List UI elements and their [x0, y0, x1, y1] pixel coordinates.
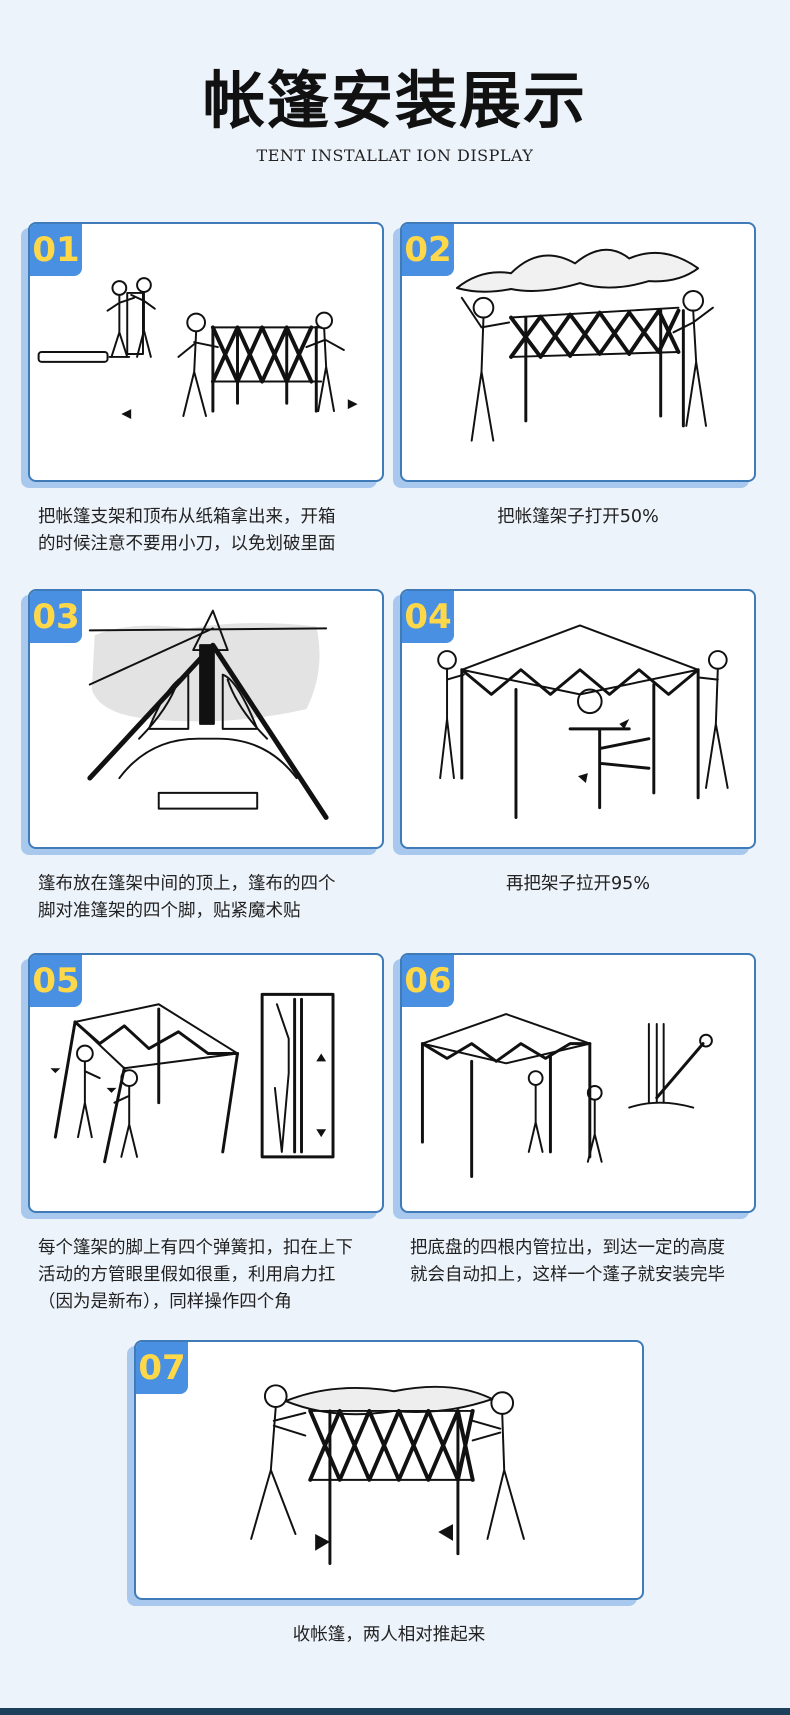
step-02-caption: 把帐篷架子打开50%: [497, 507, 659, 527]
step-01-caption: 把帐篷支架和顶布从纸箱拿出来，开箱 的时候注意不要用小刀，以免划破里面: [38, 507, 336, 554]
step-03-badge: 03: [30, 591, 82, 643]
step-05-caption: 每个篷架的脚上有四个弹簧扣，扣在上下 活动的方管眼里假如很重，利用肩力扛 （因为…: [38, 1238, 353, 1312]
step-05-illustration: [50, 992, 335, 1164]
step-05-card: 05: [28, 953, 384, 1213]
step-04-illustration: [437, 624, 729, 819]
step-06-badge: 06: [402, 955, 454, 1007]
step-07-caption: 收帐篷，两人相对推起来: [292, 1625, 486, 1645]
step-03-illustration: [87, 609, 329, 820]
step-07-illustration: [250, 1384, 525, 1566]
step-02-illustration: [455, 248, 714, 442]
step-01-card: 01: [28, 222, 384, 482]
step-04-card: 04: [400, 589, 756, 849]
step-03-card: 03: [28, 589, 384, 849]
page-subtitle: TENT INSTALLAT ION DISPLAY: [256, 146, 534, 165]
step-02-badge: 02: [402, 224, 454, 276]
step-07-badge: 07: [136, 1342, 188, 1394]
footer-bar: [0, 1708, 790, 1715]
step-06-card: 06: [400, 953, 756, 1213]
step-06-caption: 把底盘的四根内管拉出，到达一定的高度 就会自动扣上，这样一个蓬子就安装完毕: [410, 1238, 725, 1285]
step-01-illustration: [37, 277, 358, 419]
step-02-card: 02: [400, 222, 756, 482]
page-title: 帐篷安装展示: [202, 64, 587, 137]
step-06-illustration: [420, 1013, 713, 1179]
step-03-caption: 篷布放在篷架中间的顶上，篷布的四个 脚对准篷架的四个脚，贴紧魔术贴: [38, 874, 336, 921]
step-01-badge: 01: [30, 224, 82, 276]
step-04-badge: 04: [402, 591, 454, 643]
step-07-card: 07: [134, 1340, 644, 1600]
step-04-caption: 再把架子拉开95%: [506, 874, 650, 894]
step-05-badge: 05: [30, 955, 82, 1007]
